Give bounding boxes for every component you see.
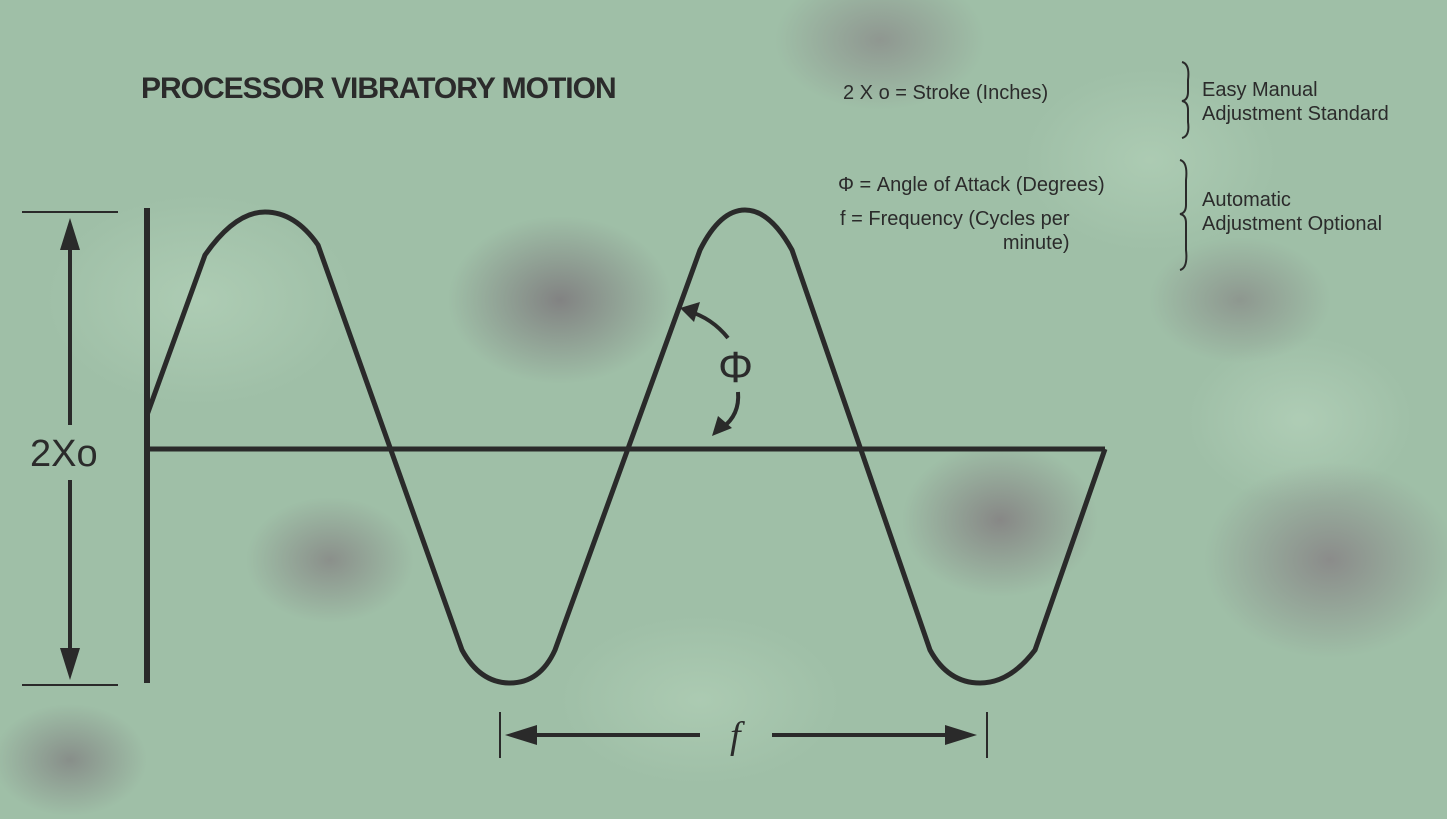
- amplitude-arrowhead-down: [60, 648, 80, 680]
- legend-frequency-line2: minute): [1002, 232, 1070, 254]
- amplitude-arrowhead-up: [60, 218, 80, 250]
- legend-stroke: 2 Χ o = Stroke (Inches): [843, 82, 1049, 104]
- amplitude-label: 2Χo: [30, 433, 98, 475]
- brace-automatic: [1179, 159, 1188, 271]
- legend-angle: Φ = Angle of Attack (Degrees): [838, 174, 1105, 196]
- legend-frequency-line1: f = Frequency (Cycles per: [840, 208, 1070, 230]
- frequency-arrowhead-right: [945, 725, 977, 745]
- legend-easy-line2: Adjustment Standard: [1202, 103, 1389, 125]
- diagram-title: PROCESSOR VIBRATORY MOTION: [141, 72, 617, 105]
- frequency-arrowhead-left: [505, 725, 537, 745]
- legend-automatic: Automatic Adjustment Optional: [1202, 188, 1382, 236]
- angle-arrowhead-lower: [712, 416, 732, 436]
- angle-arrowhead-upper: [680, 302, 700, 322]
- legend-auto-line1: Automatic: [1202, 189, 1291, 211]
- legend-frequency: f = Frequency (Cycles per minute): [840, 207, 1070, 255]
- waveform: [144, 207, 1108, 686]
- frequency-label: f: [730, 715, 745, 757]
- brace-easy-manual: [1181, 61, 1190, 139]
- legend-easy-manual: Easy Manual Adjustment Standard: [1202, 78, 1389, 126]
- legend-easy-line1: Easy Manual: [1202, 79, 1318, 101]
- angle-label: Φ: [718, 343, 753, 392]
- legend-auto-line2: Adjustment Optional: [1202, 213, 1383, 235]
